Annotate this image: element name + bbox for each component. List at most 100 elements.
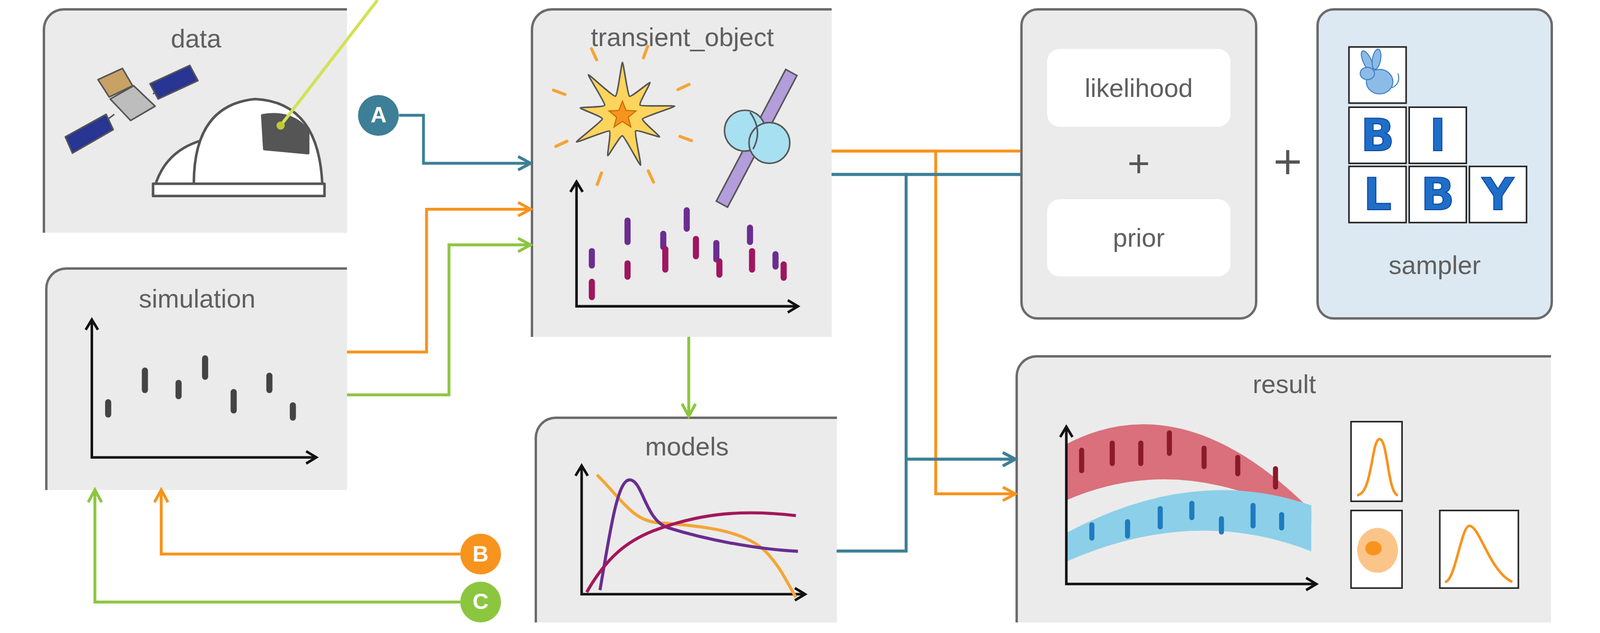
result-data-bars [1081, 432, 1276, 488]
result-data-bars [1091, 503, 1282, 538]
result-data-bars [1124, 521, 1131, 537]
pulsar-icon [716, 69, 798, 208]
transient-data-bars [746, 227, 753, 242]
model-curves [599, 479, 798, 591]
node-title: likelihood [1084, 71, 1193, 104]
corner-plot [1350, 421, 1519, 589]
logo-letter: Y [1481, 172, 1515, 217]
callout-letter-text: C [472, 588, 489, 616]
node-title: result [1252, 368, 1316, 400]
transient-data-bars [660, 233, 667, 248]
prior-box: prior [1047, 199, 1231, 277]
result-data-bars [1089, 524, 1095, 538]
callout-letter-text: B [472, 540, 489, 568]
result-data-bars [1079, 450, 1085, 471]
transient-data-bars [591, 210, 784, 298]
result-chart-axes [1066, 429, 1315, 585]
node-title: prior [1112, 222, 1165, 254]
transient-data-bars [588, 281, 596, 298]
result-data-bars [1235, 457, 1241, 474]
satellite-icon [150, 65, 199, 99]
transient-data-bars [772, 254, 779, 267]
starburst-ray [648, 170, 654, 182]
transient-data-bars [662, 249, 669, 270]
transient-chart-axes [576, 183, 796, 307]
result-data-bars [1278, 514, 1285, 528]
flow-connector [831, 174, 1016, 460]
laser-beam [276, 0, 378, 130]
starburst-ray [643, 46, 648, 59]
bilby-logo-tiles [1408, 166, 1467, 223]
transient-data-bars [624, 220, 631, 243]
logo-letter: B [1360, 113, 1395, 158]
result-data-bars [1273, 468, 1279, 487]
node-title: simulation [138, 283, 256, 315]
starburst-ray [678, 84, 690, 90]
result-data-bars [1189, 503, 1195, 518]
simulation-data-bars [289, 405, 297, 418]
simulation-data-bars [230, 392, 238, 411]
node-title: transient_object [590, 21, 774, 53]
bilby-logo-tiles [1349, 107, 1407, 164]
transient-data-bars [713, 242, 720, 260]
bilby-logo-tiles [1349, 166, 1407, 223]
transient-chart-axes [787, 299, 798, 313]
flow-connector [161, 489, 461, 555]
transient-data-bars [780, 264, 788, 278]
starburst-shape [576, 62, 675, 166]
flow-connector [346, 209, 531, 353]
bilby-logo-tiles [1349, 47, 1407, 104]
pulsar-icon [750, 112, 758, 150]
satellite-icon [65, 114, 114, 154]
result-data-bars [1138, 442, 1144, 464]
result-data-bars [1250, 505, 1256, 526]
laser-beam [280, 0, 378, 126]
telescope-dome-icon [193, 98, 323, 189]
transient-chart-axes [570, 181, 584, 192]
transient-data-bars [692, 238, 700, 257]
result-data-bars [1109, 442, 1115, 464]
result-data-bars [1218, 518, 1225, 533]
bilby-mascot [1370, 48, 1383, 71]
bilby-mascot [1360, 67, 1375, 80]
node-title: sampler [1388, 249, 1481, 281]
plus-sign: + [1271, 142, 1304, 181]
result-data-bars [1157, 508, 1163, 527]
laser-beam [276, 121, 285, 130]
bilby-mascot [1359, 48, 1399, 95]
starburst-ray [597, 172, 602, 185]
models-chart-axes [581, 467, 803, 595]
callout-letter: B [460, 533, 502, 575]
simulation-data-bars [105, 402, 112, 415]
simulation-chart-axes [85, 319, 99, 330]
bilby-logo-tiles [1349, 47, 1527, 223]
bilby-logo-tiles [1469, 166, 1527, 223]
starburst-icon [553, 46, 692, 185]
corner-plot [1357, 439, 1398, 496]
result-data-bars [1201, 448, 1207, 467]
telescope-dome-icon [153, 183, 325, 197]
callout-letter: A [358, 95, 399, 136]
flow-connector [346, 244, 531, 395]
corner-plot [1350, 510, 1402, 589]
satellite-icon [97, 68, 133, 98]
flow-connector [95, 489, 461, 603]
simulation-data-bars [266, 375, 273, 391]
likelihood-prior-box: +likelihoodprior [1020, 8, 1257, 320]
corner-plot [1444, 525, 1513, 583]
flow-connector [831, 151, 1016, 494]
logo-letter: B [1420, 172, 1455, 217]
transient-data-bars [624, 263, 631, 277]
starburst-ray [553, 90, 565, 95]
node-title: models [644, 430, 729, 463]
flow-connector [836, 174, 1021, 552]
corner-plot [1439, 510, 1519, 589]
flow-connector [836, 459, 1016, 551]
result-chart-axes [1306, 577, 1317, 591]
simulation-data-bars [142, 370, 149, 390]
simulation-chart-axes [85, 319, 317, 464]
likelihood-box: likelihood [1047, 48, 1231, 127]
starburst-ray [591, 48, 597, 60]
starburst-core [608, 101, 637, 128]
